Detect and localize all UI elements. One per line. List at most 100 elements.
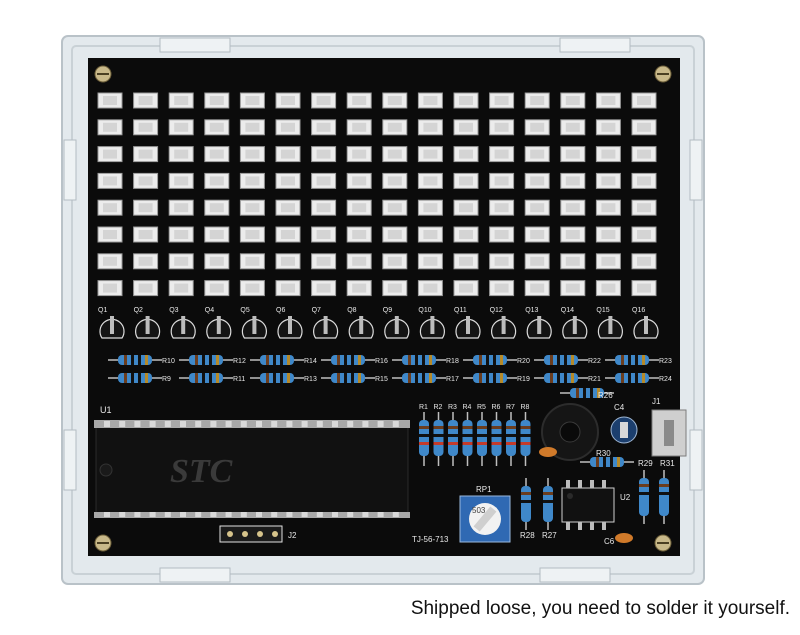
led xyxy=(524,226,550,243)
transistor-label: Q9 xyxy=(383,307,392,314)
led xyxy=(311,280,337,297)
led xyxy=(133,146,159,163)
connector-label-text: J1 xyxy=(652,397,661,406)
chip-pin xyxy=(316,421,323,427)
pin-header: J2 xyxy=(219,525,297,543)
led xyxy=(524,280,550,297)
resistor-label: R9 xyxy=(162,376,171,383)
led xyxy=(311,199,337,216)
model-code-text: TJ-56-713 xyxy=(412,535,449,544)
resistor xyxy=(543,478,553,530)
led xyxy=(417,119,443,136)
resistor xyxy=(560,388,614,398)
case-tab xyxy=(159,567,231,583)
led xyxy=(382,92,408,109)
screw-icon xyxy=(654,534,672,552)
label-c4: C4 xyxy=(614,403,625,412)
led xyxy=(524,119,550,136)
led xyxy=(595,119,621,136)
transistor-label: Q11 xyxy=(454,307,467,314)
led xyxy=(346,92,372,109)
led xyxy=(382,199,408,216)
led xyxy=(204,253,230,270)
transistor-label: Q15 xyxy=(596,307,609,314)
led xyxy=(311,146,337,163)
led xyxy=(631,280,657,297)
transistor: Q8 xyxy=(347,307,374,339)
case-tab xyxy=(159,37,231,53)
led xyxy=(204,280,230,297)
chip-pin xyxy=(377,421,384,427)
chip-pin xyxy=(225,512,232,517)
resistor: R9 xyxy=(108,373,171,383)
led xyxy=(382,280,408,297)
label-r28: R28 xyxy=(520,531,535,540)
resistor-label: R8 xyxy=(521,404,530,411)
led xyxy=(168,199,194,216)
chip-pin xyxy=(332,421,338,427)
led xyxy=(417,280,443,297)
led xyxy=(489,119,515,136)
led xyxy=(489,226,515,243)
resistor-label: R21 xyxy=(588,376,601,383)
resistor: R7 xyxy=(506,404,516,466)
led xyxy=(239,253,265,270)
acrylic-inner-edge xyxy=(71,45,695,575)
chip-pin xyxy=(195,421,202,427)
transistor-label: Q8 xyxy=(347,307,356,314)
resistor-label: R15 xyxy=(375,376,388,383)
resistor-label: R18 xyxy=(446,358,459,365)
ceramic-capacitor xyxy=(539,447,557,457)
chip-pin xyxy=(316,512,323,517)
transistor-label: Q5 xyxy=(240,307,249,314)
led xyxy=(97,199,123,216)
led xyxy=(489,92,515,109)
led xyxy=(311,119,337,136)
led xyxy=(239,146,265,163)
led xyxy=(275,280,301,297)
led xyxy=(168,280,194,297)
led xyxy=(97,92,123,109)
led xyxy=(382,146,408,163)
led xyxy=(204,199,230,216)
resistor: R11 xyxy=(179,373,245,383)
potentiometer-label-text: RP1 xyxy=(476,485,492,494)
chip-pin xyxy=(240,421,247,427)
chip-pin xyxy=(392,512,399,517)
case-tab xyxy=(539,567,611,583)
transistor: Q10 xyxy=(418,307,445,339)
led xyxy=(631,146,657,163)
led xyxy=(239,226,265,243)
chip-pin xyxy=(134,421,141,427)
screw-icon xyxy=(654,65,672,83)
transistor: Q11 xyxy=(454,307,481,339)
led xyxy=(168,172,194,189)
led xyxy=(631,226,657,243)
case-tab xyxy=(63,139,77,201)
transistor: Q9 xyxy=(383,307,410,339)
led xyxy=(346,199,372,216)
transistor-label: Q12 xyxy=(490,307,503,314)
led xyxy=(275,172,301,189)
resistor: R18 xyxy=(392,355,459,365)
led xyxy=(417,226,443,243)
resistor: R19 xyxy=(463,373,530,383)
resistor-label: R3 xyxy=(448,404,457,411)
led xyxy=(560,172,586,189)
led xyxy=(595,199,621,216)
led xyxy=(346,146,372,163)
resistor-label: R19 xyxy=(517,376,530,383)
transistor-label: Q3 xyxy=(169,307,178,314)
ic-chip: U2 xyxy=(561,480,631,530)
chip-pin xyxy=(134,512,141,517)
resistor: R1 xyxy=(419,404,429,466)
resistor: R12 xyxy=(179,355,246,365)
resistor: R14 xyxy=(250,355,317,365)
led xyxy=(97,146,123,163)
ceramic-capacitor xyxy=(615,533,633,543)
chip-pin xyxy=(195,512,202,517)
led xyxy=(133,172,159,189)
chip-pin xyxy=(180,512,186,517)
